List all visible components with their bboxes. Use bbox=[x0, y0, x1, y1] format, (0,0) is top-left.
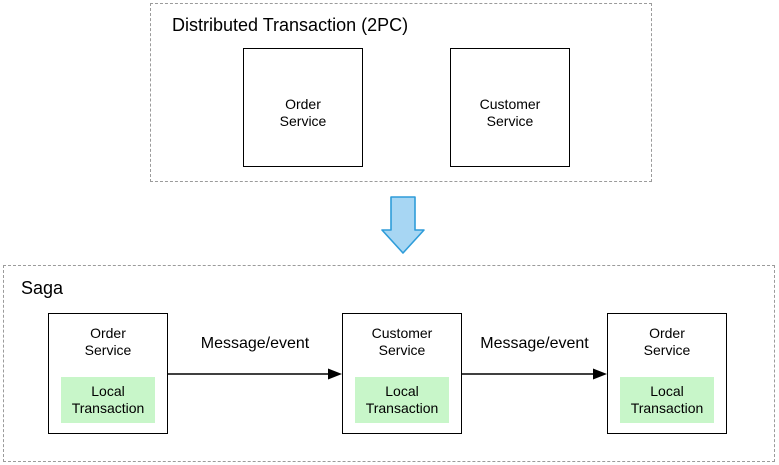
customer-service-node-2pc: Customer Service bbox=[450, 48, 570, 167]
local-transaction-box: Local Transaction bbox=[61, 377, 155, 423]
local-transaction-box: Local Transaction bbox=[620, 377, 714, 423]
service-label: Order Service bbox=[84, 325, 132, 358]
order-service-node-2pc: Order Service bbox=[243, 48, 363, 167]
saga-customer-service-node: Customer Service Local Transaction bbox=[342, 313, 462, 434]
message-event-label-2: Message/event bbox=[480, 335, 589, 352]
order-service-label: Order Service bbox=[279, 96, 327, 129]
distributed-transaction-title: Distributed Transaction (2PC) bbox=[172, 15, 409, 35]
service-label: Order Service bbox=[643, 325, 691, 358]
message-arrow-1 bbox=[168, 368, 342, 380]
message-arrow-2 bbox=[462, 368, 607, 380]
distributed-transaction-group: Distributed Transaction (2PC) bbox=[150, 3, 652, 182]
message-event-label-1: Message/event bbox=[200, 335, 310, 352]
local-transaction-box: Local Transaction bbox=[355, 377, 449, 423]
saga-title: Saga bbox=[21, 278, 64, 298]
service-label: Customer Service bbox=[371, 325, 433, 358]
saga-order-service-node-2: Order Service Local Transaction bbox=[607, 313, 727, 434]
customer-service-label: Customer Service bbox=[479, 96, 541, 129]
down-arrow-icon bbox=[381, 196, 425, 254]
saga-order-service-node-1: Order Service Local Transaction bbox=[48, 313, 168, 434]
